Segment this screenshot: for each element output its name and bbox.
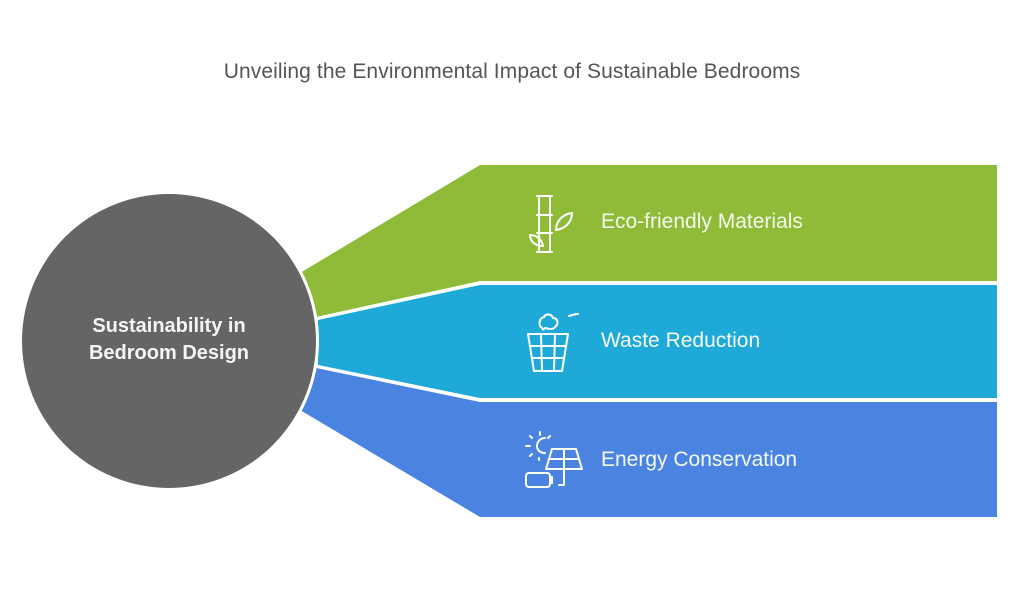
hub-label-line-1: Sustainability in: [92, 315, 246, 337]
branch-label-waste-reduction: Waste Reduction: [601, 329, 761, 352]
hub-label-line-2: Bedroom Design: [88, 342, 250, 364]
branch-band-waste-reduction: [318, 285, 997, 398]
recycling-bin-icon: [527, 313, 579, 372]
hub-label: Sustainability in Bedroom Design: [32, 313, 306, 367]
branch-band-energy-conservation: [300, 368, 997, 517]
branch-band-eco-friendly-materials: [300, 165, 997, 317]
branch-label-energy-conservation: Energy Conservation: [601, 448, 798, 471]
branch-label-eco-friendly-materials: Eco-friendly Materials: [601, 210, 803, 233]
diagram-title: Unveiling the Environmental Impact of Su…: [223, 60, 801, 83]
bamboo-icon: [529, 195, 573, 253]
solar-energy-icon: [525, 431, 583, 488]
